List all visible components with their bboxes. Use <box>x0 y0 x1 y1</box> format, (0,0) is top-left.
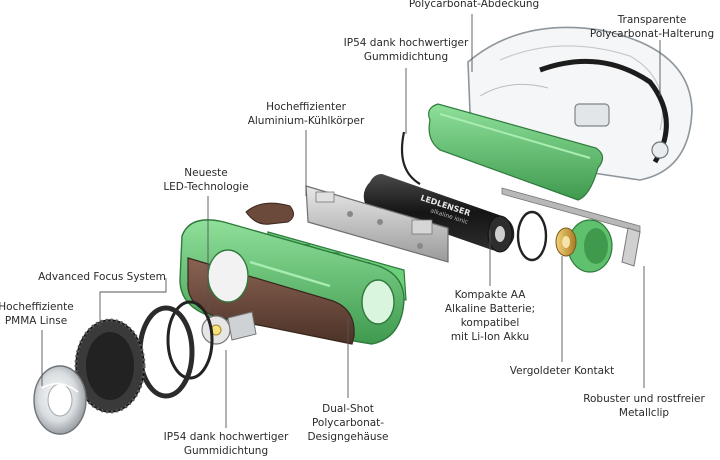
battery-seal-ring <box>516 210 548 262</box>
label-ip54-top: IP54 dank hochwertiger Gummidichtung <box>343 37 469 63</box>
label-heatsink: Hocheffizienter Aluminium-Kühlkörper <box>247 101 365 127</box>
label-polycarbonate-cover: Polycarbonat-Abdeckung <box>408 0 540 10</box>
label-focus-system: Advanced Focus System <box>38 271 166 283</box>
leader-lines <box>41 14 661 428</box>
metal-clip-part <box>501 187 641 267</box>
led-module-part <box>201 311 257 345</box>
label-ip54-bottom: IP54 dank hochwertiger Gummidichtung <box>163 431 289 457</box>
focus-system-part <box>74 318 146 414</box>
label-gold-contact: Vergoldeter Kontakt <box>509 365 615 377</box>
pmma-lens-part <box>33 365 87 435</box>
label-transparent-holder: Transparente Polycarbonat-Halterung <box>589 14 715 40</box>
leader-focus-system <box>99 278 167 326</box>
housing-part <box>179 219 405 345</box>
gold-contact-part <box>555 219 613 273</box>
focus-ring-inner <box>137 305 195 399</box>
top-rubber-seal <box>400 131 421 185</box>
label-housing: Dual-Shot Polycarbonat- Designgehäuse <box>307 403 389 443</box>
front-seal-ring <box>166 300 214 380</box>
label-led: Neueste LED-Technologie <box>163 167 249 193</box>
heatsink-part <box>305 185 449 263</box>
green-cover-part <box>428 103 604 201</box>
label-battery: Kompakte AA Alkaline Batterie; kompatibe… <box>444 289 536 343</box>
label-metal-clip: Robuster und rostfreier Metallclip <box>583 393 705 419</box>
switch-button-part <box>245 202 294 225</box>
label-pmma-lens: Hocheffiziente PMMA Linse <box>0 301 74 327</box>
